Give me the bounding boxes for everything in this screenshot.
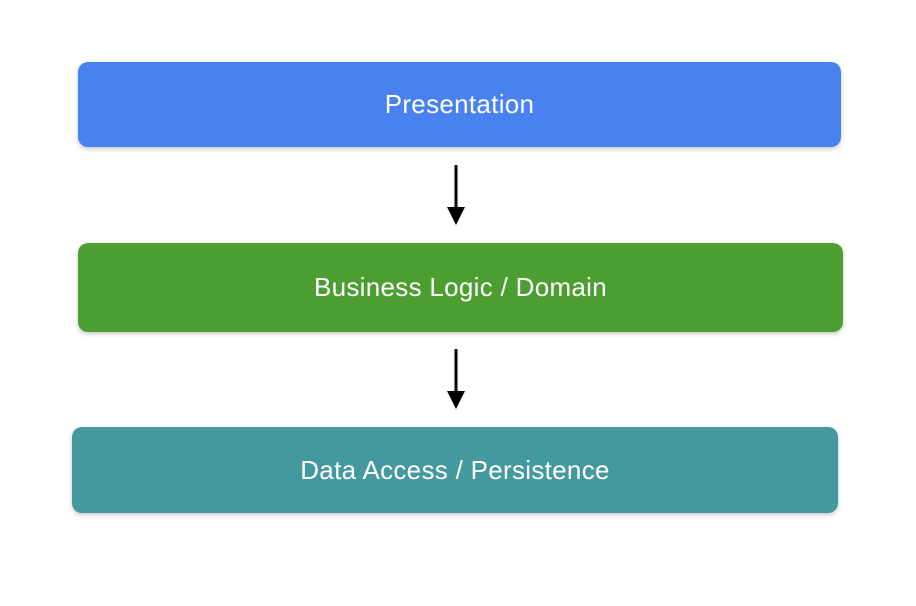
node-label-business-logic-domain: Business Logic / Domain — [313, 272, 608, 302]
down-arrow-icon — [447, 349, 465, 409]
node-label-presentation: Presentation — [384, 89, 535, 119]
diagram-node-business-logic-domain: Business Logic / Domain — [78, 243, 843, 332]
node-label-data-access-persistence: Data Access / Persistence — [300, 454, 610, 485]
diagram-node-data-access-persistence: Data Access / Persistence — [72, 427, 838, 513]
down-arrow-icon — [447, 165, 465, 225]
diagram-node-presentation: Presentation — [78, 62, 841, 147]
